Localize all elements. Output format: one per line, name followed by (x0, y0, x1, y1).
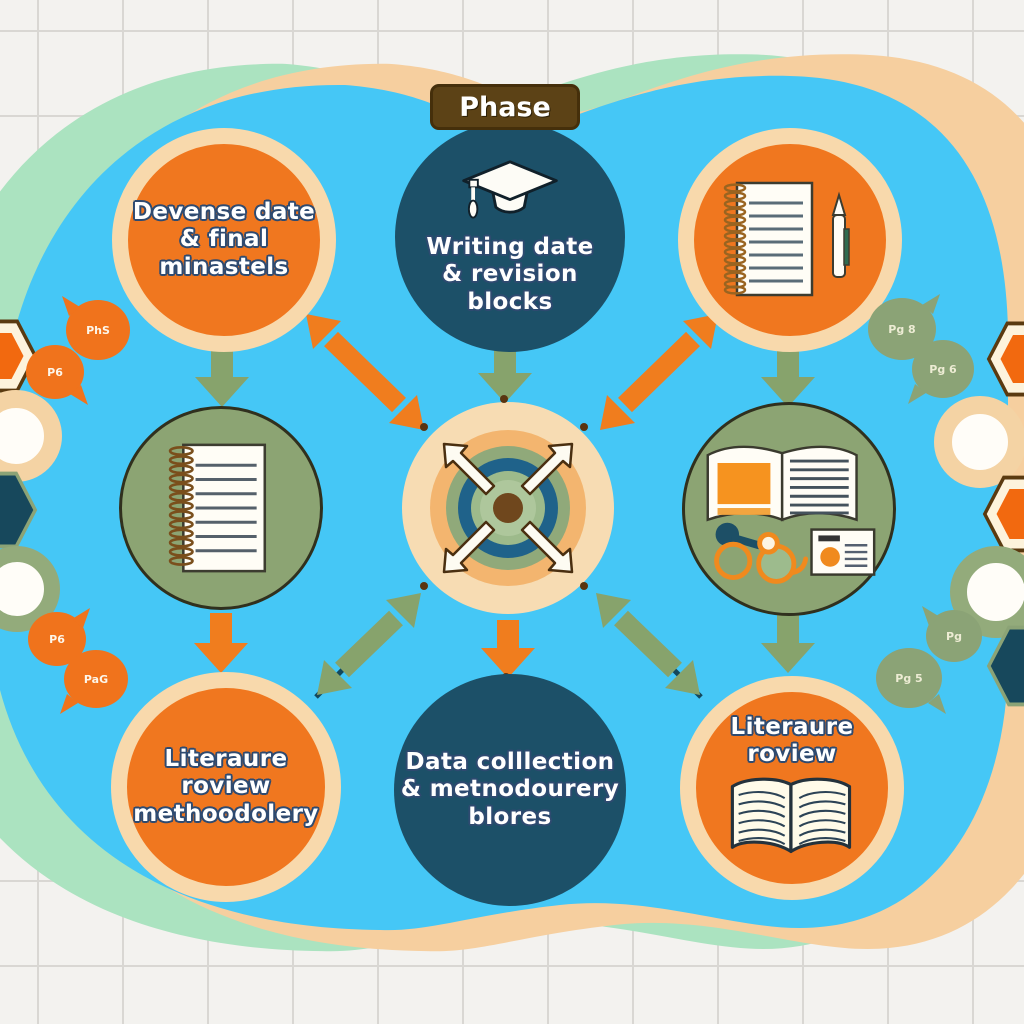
arrow-diagonal-orange-right (600, 314, 718, 430)
note-card-icon (810, 528, 876, 576)
page-bubble: P6 (26, 345, 84, 399)
page-bubble-label: P6 (47, 365, 63, 379)
page-bubble-label: PaG (83, 672, 109, 686)
open-book-icon (730, 777, 852, 854)
node-literature-review-methodology: Literaure roview methoodolery (111, 672, 341, 902)
donut-peach (934, 396, 1024, 488)
arrow-down-green-right (761, 351, 815, 407)
pen-icon (831, 191, 850, 278)
page-bubble: PaG (64, 650, 128, 708)
page-bubble-label: Pg 5 (895, 671, 923, 685)
phase-title-box: Phase (430, 84, 580, 130)
page-bubble-label: Pg 8 (888, 322, 916, 336)
page-bubble: Pg (926, 610, 982, 662)
node-data-collection: Data colllection & metnodourery blores (394, 674, 626, 906)
target-with-arrows-icon (402, 402, 614, 614)
page-bubble-label: PhS (86, 323, 110, 337)
node-label: Data colllection & metnodourery blores (400, 749, 620, 830)
graduation-cap-icon (462, 160, 558, 219)
page-bubble: Pg 5 (876, 648, 942, 708)
node-writing-revision: Writing date & revision blocks (395, 122, 625, 352)
node-notebook-pen (678, 128, 902, 352)
node-label: Writing date & revision blocks (426, 234, 594, 315)
node-literature-review: Literaure roview (680, 676, 904, 900)
page-bubble: Pg 6 (912, 340, 974, 398)
node-defense-date: Devense date & final minastels (112, 128, 336, 352)
glasses-icon (714, 522, 809, 584)
node-label: Literaure roview (730, 713, 854, 767)
arrow-down-green-left (195, 351, 249, 407)
page-bubble-label: Pg 6 (929, 362, 957, 376)
node-label: Devense date & final minastels (132, 199, 316, 280)
arrow-diagonal-green-left (317, 593, 421, 695)
page-bubble-label: P6 (49, 632, 65, 646)
arrow-down-orange-center (481, 620, 535, 678)
flow-arrows (194, 314, 815, 695)
open-book-card-glasses-icon (706, 445, 876, 584)
arrow-diagonal-orange-left (306, 314, 424, 430)
arrow-diagonal-green-right (596, 593, 700, 695)
arrow-down-green-center (478, 347, 532, 403)
node-spiral-notebook (119, 406, 323, 610)
arrow-down-orange-left (194, 613, 248, 673)
page-bubble-label: Pg (946, 629, 962, 643)
arrow-down-green-right2 (761, 613, 815, 673)
notebook-and-pen-icon (723, 181, 850, 297)
spiral-notebook-icon (168, 443, 267, 573)
node-literature-research (682, 402, 896, 616)
node-label: Literaure roview methoodolery (133, 746, 319, 827)
phase-title: Phase (459, 91, 551, 123)
open-book-icon (706, 445, 858, 522)
page-bubble: PhS (66, 300, 130, 360)
